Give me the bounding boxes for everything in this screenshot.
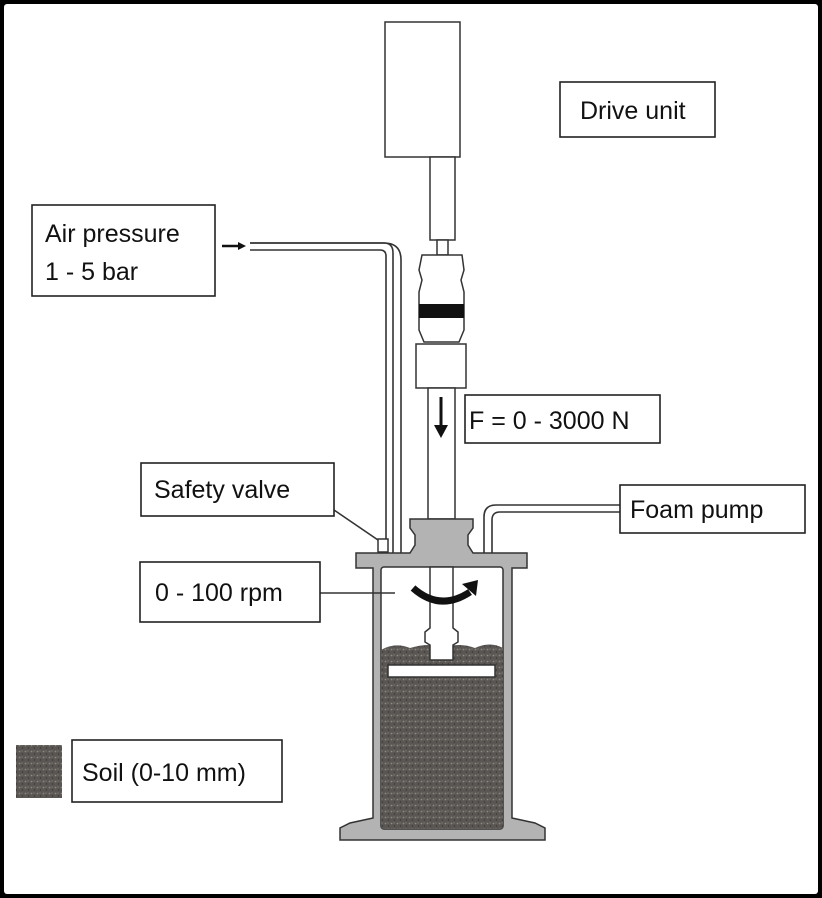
label-drive-unit: Drive unit	[559, 81, 716, 138]
drive-unit	[384, 21, 461, 256]
svg-text:Foam pump: Foam pump	[630, 496, 763, 524]
label-rpm: 0 - 100 rpm	[139, 561, 321, 623]
label-safety-valve: Safety valve	[140, 462, 335, 517]
force-arrow-icon	[434, 397, 448, 438]
svg-text:1 - 5 bar: 1 - 5 bar	[45, 258, 138, 286]
safety-valve-leader	[333, 509, 379, 541]
safety-valve	[377, 538, 389, 553]
soil-swatch	[16, 745, 62, 798]
rotation-arrow-icon	[410, 580, 478, 605]
air-pressure-pipe	[222, 242, 402, 553]
svg-text:Soil (0-10 mm): Soil (0-10 mm)	[82, 759, 246, 787]
svg-text:F = 0 - 3000 N: F = 0 - 3000 N	[469, 407, 630, 435]
shaft-coupler	[415, 254, 467, 389]
foam-pump-pipe	[483, 504, 620, 553]
svg-text:Air pressure: Air pressure	[45, 220, 180, 248]
svg-text:0 - 100 rpm: 0 - 100 rpm	[155, 579, 283, 607]
legend-soil: Soil (0-10 mm)	[16, 739, 283, 803]
soil-fill	[381, 644, 503, 829]
label-air-pressure: Air pressure 1 - 5 bar	[31, 204, 216, 297]
svg-text:Drive unit: Drive unit	[580, 97, 686, 125]
pressure-vessel	[339, 518, 546, 841]
label-foam-pump: Foam pump	[619, 484, 806, 534]
label-force: F = 0 - 3000 N	[464, 394, 661, 444]
svg-text:Safety valve: Safety valve	[154, 476, 290, 504]
